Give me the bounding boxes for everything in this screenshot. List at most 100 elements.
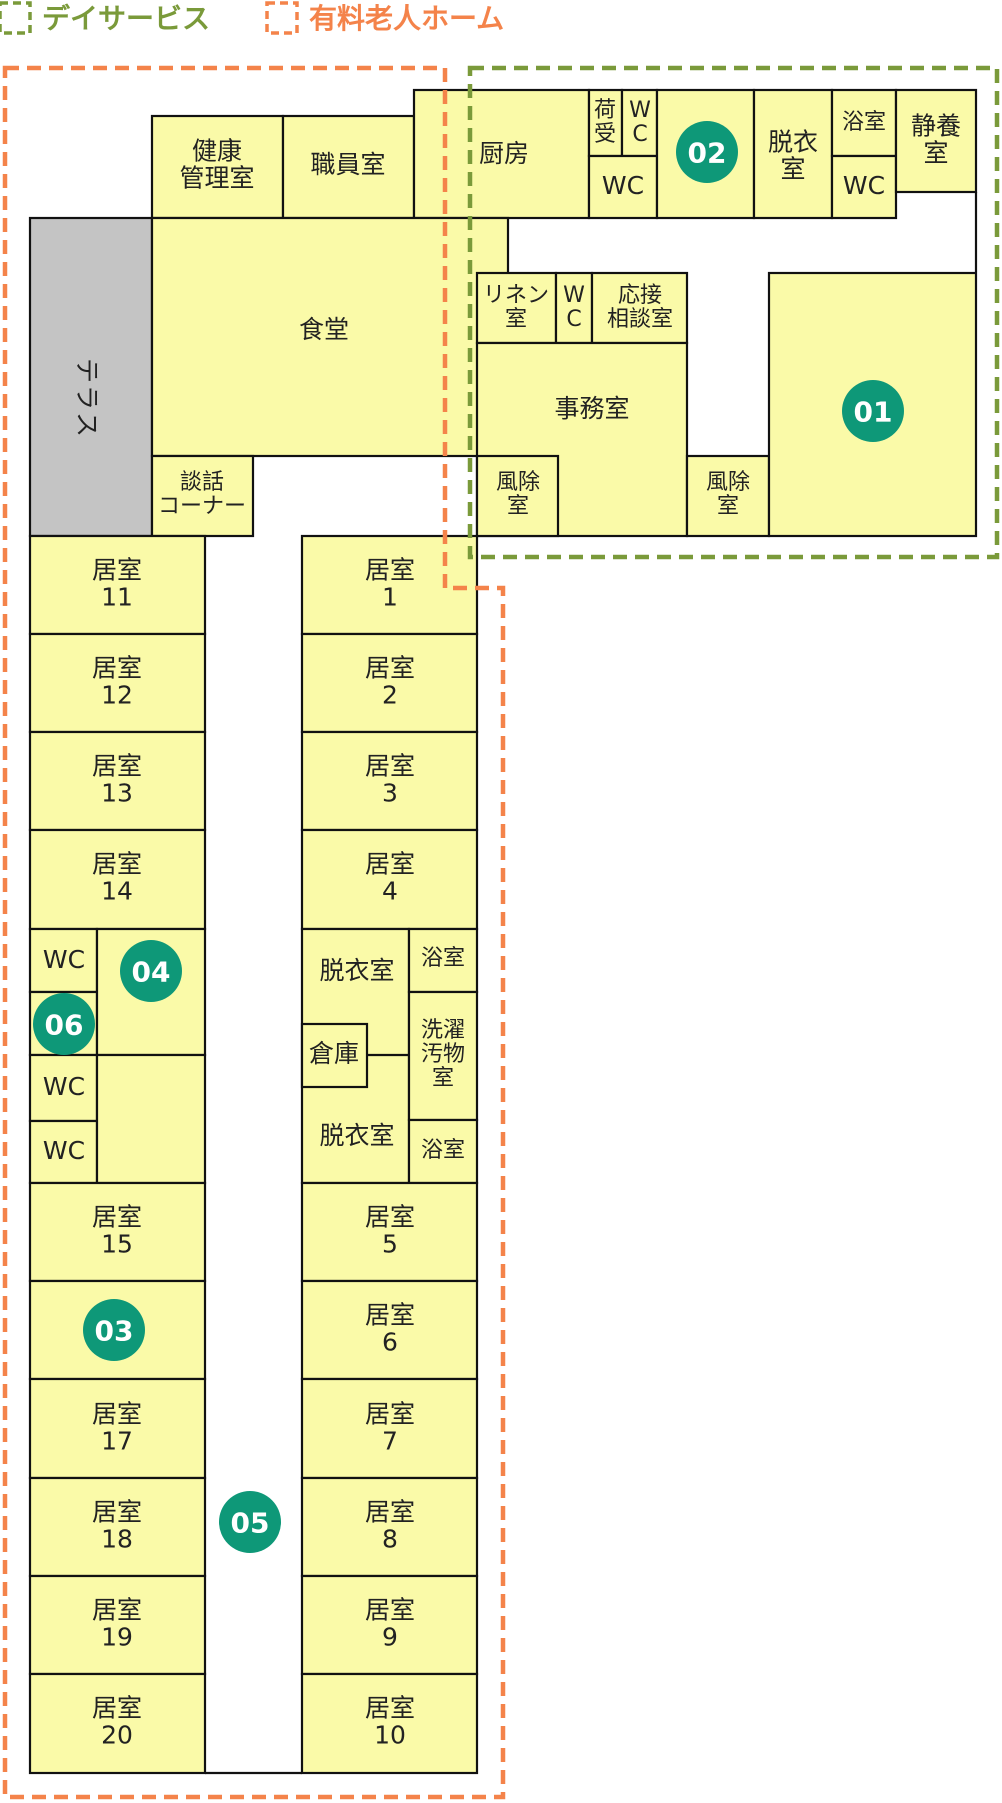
room-laundry-soiled	[407, 990, 479, 1122]
badge-04-circle	[120, 940, 182, 1002]
label-wc-c: WC	[843, 171, 885, 200]
room-13	[28, 730, 207, 832]
room-area-04-lower	[95, 1053, 207, 1185]
room-wc-e	[28, 927, 99, 994]
right-wing	[300, 534, 479, 1775]
label-office: 事務室	[554, 394, 629, 423]
badge-02-label: 02	[688, 137, 727, 170]
terrace	[28, 216, 154, 538]
badge-01-label: 01	[854, 396, 893, 429]
room-15	[28, 1181, 207, 1283]
legend-swatch-nursing-home	[265, 1, 299, 35]
number-badges: 01 02 03 04 05 06	[33, 121, 904, 1553]
badge-06: 06	[33, 993, 95, 1055]
label-linen: リネン室	[483, 283, 549, 332]
label-staff: 職員室	[310, 150, 385, 179]
room-5	[300, 1181, 479, 1283]
label-wc-g: WC	[43, 1136, 85, 1165]
room-wc-c	[830, 154, 898, 220]
label-bath-1: 浴室	[421, 946, 465, 971]
legend-label-nursing-home: 有料老人ホーム	[309, 2, 504, 35]
room-8	[300, 1476, 479, 1578]
badge-03-circle	[83, 1299, 145, 1361]
label-rest: 静養室	[911, 112, 961, 168]
room-7	[300, 1377, 479, 1480]
room-wc-f	[28, 1053, 99, 1123]
room-wc-g	[28, 1119, 99, 1185]
room-dining	[150, 216, 510, 458]
room-staff	[281, 114, 416, 220]
badge-06-label: 06	[45, 1009, 84, 1042]
label-receiving: 荷受	[594, 98, 616, 147]
label-bath-2: 浴室	[421, 1138, 465, 1163]
legend-item-nursing-home: 有料老人ホーム	[265, 1, 504, 35]
room-kitchen	[412, 88, 591, 220]
label-reception-consultation: 応接相談室	[607, 283, 673, 332]
badge-03: 03	[83, 1299, 145, 1361]
left-wing	[28, 534, 302, 1775]
legend-swatch-day-service	[0, 1, 32, 35]
room-windbreak-2	[685, 454, 771, 538]
room-20	[28, 1672, 207, 1775]
room-3	[300, 730, 479, 832]
room-health-management	[150, 114, 285, 220]
badge-04-label: 04	[132, 956, 171, 989]
room-4	[300, 828, 479, 931]
badge-01-circle	[842, 380, 904, 442]
room-rest	[894, 88, 978, 194]
label-bath-day: 浴室	[842, 110, 886, 135]
label-windbreak-2: 風除室	[706, 470, 750, 519]
label-dressing-day: 脱衣室	[768, 128, 818, 184]
badge-05-label: 05	[231, 1507, 270, 1540]
legend-label-day-service: デイサービス	[42, 2, 210, 35]
room-bath-1	[407, 927, 479, 994]
room-9	[300, 1574, 479, 1676]
label-storage: 倉庫	[309, 1039, 359, 1068]
room-19	[28, 1574, 207, 1676]
label-terrace: テラス	[72, 358, 101, 437]
badge-01: 01	[842, 380, 904, 442]
room-1	[300, 534, 479, 636]
label-dining: 食堂	[299, 315, 349, 344]
label-windbreak-1: 風除室	[496, 470, 540, 519]
badge-03-label: 03	[95, 1315, 134, 1348]
badge-02-circle	[676, 121, 738, 183]
top-wing	[150, 88, 978, 272]
label-dressing-1: 脱衣室	[319, 956, 394, 985]
room-windbreak-1	[475, 454, 560, 538]
room-14	[28, 828, 207, 931]
room-dressing-day	[752, 88, 834, 220]
badge-05: 05	[219, 1491, 281, 1553]
room-linen	[475, 271, 558, 345]
badge-04: 04	[120, 940, 182, 1002]
label-wc-f: WC	[43, 1072, 85, 1101]
badge-05-circle	[219, 1491, 281, 1553]
zone-boundary-day-service	[467, 65, 1000, 560]
label-wc-b: WC	[602, 171, 644, 200]
label-laundry-soiled: 洗濯汚物室	[421, 1018, 465, 1091]
label-wc-e: WC	[43, 945, 85, 974]
room-lounge-corner	[150, 454, 255, 538]
label-lounge-corner: 談話コーナー	[158, 470, 246, 519]
